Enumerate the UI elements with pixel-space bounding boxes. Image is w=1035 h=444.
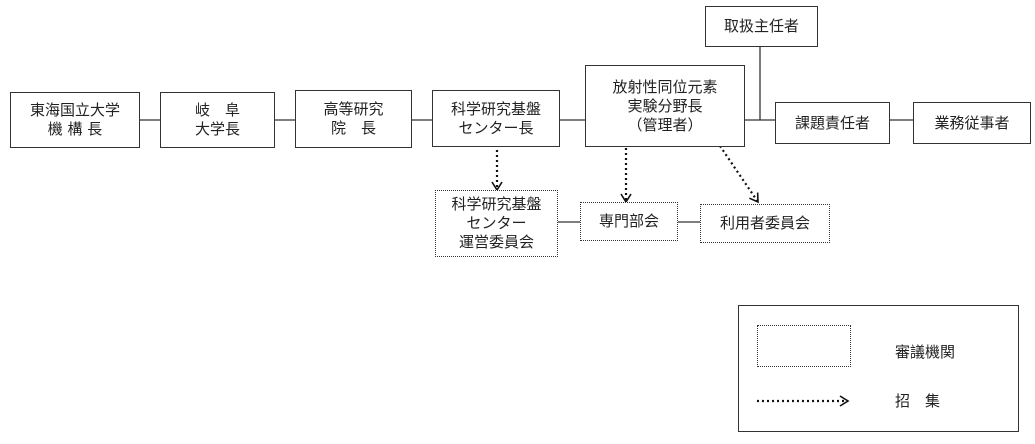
- node-ri-manager: 放射性同位元素 実験分野長 （管理者）: [585, 65, 745, 147]
- node-institute-director: 高等研究 院 長: [295, 90, 412, 148]
- legend-deliberative-sample: [757, 325, 851, 367]
- legend-deliberative-label: 審議機関: [895, 343, 956, 361]
- node-user-committee: 利用者委員会: [700, 204, 830, 243]
- node-kiko-cho: 東海国立大学 機 構 長: [10, 92, 140, 148]
- legend: [738, 305, 1019, 432]
- node-center-committee: 科学研究基盤 センター 運営委員会: [435, 190, 558, 257]
- node-project-leader: 課題責任者: [775, 102, 890, 144]
- node-specialty-committee: 専門部会: [580, 202, 678, 241]
- node-gifu-president: 岐 阜 大学長: [160, 92, 275, 148]
- node-handling-chief: 取扱主任者: [705, 6, 818, 47]
- legend-convene-label: 招 集: [895, 392, 941, 410]
- node-center-director: 科学研究基盤 センター長: [432, 90, 560, 147]
- node-worker: 業務従事者: [913, 102, 1031, 144]
- arrow-manager-to-user-committee: [719, 145, 759, 204]
